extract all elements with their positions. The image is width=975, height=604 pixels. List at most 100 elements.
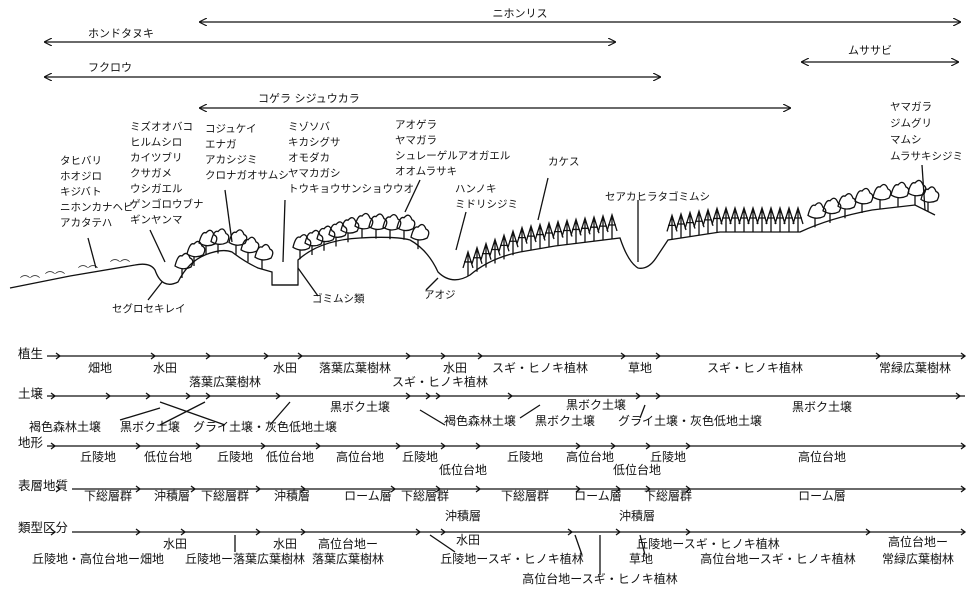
table-cell: 丘陵地ー落葉広葉樹林 xyxy=(185,552,305,566)
table-cell: 水田 xyxy=(443,361,467,375)
species-label: ゲンゴロウブナ xyxy=(130,198,204,211)
table-cell: 落葉広葉樹林 xyxy=(319,361,391,375)
leader-lines xyxy=(87,164,926,301)
table-cell: 低位台地 xyxy=(144,449,192,464)
row-header: 表層地質 xyxy=(18,478,68,493)
species-label: シュレーゲルアオガエル xyxy=(395,150,510,162)
species-label: ゴミムシ類 xyxy=(312,292,365,305)
table-cell: グライ土壌・灰色低地土壌 xyxy=(193,420,337,434)
table-cell: 丘陵地ースギ・ヒノキ植林 xyxy=(440,551,583,566)
table-cell: 下総層群 xyxy=(84,489,132,503)
table-cell: 常緑広葉樹林 xyxy=(879,360,951,375)
species-label: キカシグサ xyxy=(288,136,341,149)
table-cell: 沖積層 xyxy=(619,508,655,523)
table-cell: スギ・ヒノキ植林 xyxy=(392,374,488,389)
species-label: クサガメ xyxy=(130,168,172,180)
species-label: コジュケイ xyxy=(205,123,257,135)
range-label-musasabi: ムササビ xyxy=(848,44,892,57)
row-header: 植生 xyxy=(18,346,43,361)
species-label: クロナガオサムシ xyxy=(205,170,289,182)
table-cell: 黒ボク土壌 xyxy=(120,420,180,434)
table-cell: 水田 xyxy=(163,537,187,551)
row-header: 地形 xyxy=(18,435,44,450)
table-cell: 草地 xyxy=(629,552,653,566)
species-label: ヤマガラ xyxy=(890,101,932,113)
species-label: キジバト xyxy=(60,186,102,198)
forest-trees xyxy=(174,179,940,278)
species-label: ヤマガラ xyxy=(395,135,437,147)
row-header: 土壌 xyxy=(18,386,44,401)
habitat-ranges: ニホンリス ホンドタヌキ フクロウ ムササビ コゲラ シジュウカラ xyxy=(45,7,960,108)
species-label: ヒルムシロ xyxy=(130,137,182,149)
row-header: 類型区分 xyxy=(18,520,68,535)
classification-table: 植生畑地水田落葉広葉樹林水田落葉広葉樹林水田スギ・ヒノキ植林スギ・ヒノキ植林草地… xyxy=(18,346,967,586)
table-cell: 下総層群 xyxy=(401,489,449,503)
species-label: ムラサキシジミ xyxy=(890,151,963,163)
table-cell: 黒ボク土壌 xyxy=(330,400,390,414)
species-label: アカタテハ xyxy=(60,217,112,229)
table-cell: スギ・ヒノキ植林 xyxy=(707,360,803,375)
svg-text:⌒⌒: ⌒⌒ xyxy=(20,275,40,287)
table-cell: 高位台地 xyxy=(336,449,384,464)
table-cell: ローム層 xyxy=(574,489,622,503)
species-label: ヤマカガシ xyxy=(288,168,341,180)
species-label: ミゾソバ xyxy=(288,121,330,133)
table-cell: 高位台地 xyxy=(798,449,846,464)
terrain-profile: ⌒⌒ ⌒⌒ ⌒⌒ ⌒⌒ xyxy=(9,179,940,289)
species-label: トウキョウサンショウウオ xyxy=(288,183,414,195)
species-label: アオゲラ xyxy=(395,119,437,131)
table-cell: 高位台地ー xyxy=(318,536,378,551)
table-cell: 丘陵地 xyxy=(507,450,543,464)
table-cell: 畑地 xyxy=(88,361,112,375)
table-cell: 黒ボク土壌 xyxy=(566,398,626,412)
table-cell: 水田 xyxy=(153,361,177,375)
table-cell: 水田 xyxy=(456,533,480,547)
table-cell: 高位台地ー xyxy=(888,534,948,549)
table-cell: 高位台地ースギ・ヒノキ植林 xyxy=(522,571,677,586)
species-label: アオジ xyxy=(424,289,456,301)
species-label: セアカヒラタゴミムシ xyxy=(605,190,710,203)
table-cell: 落葉広葉樹林 xyxy=(312,552,384,566)
range-label-kogera: コゲラ シジュウカラ xyxy=(258,92,360,105)
field-crops: ⌒⌒ ⌒⌒ ⌒⌒ ⌒⌒ xyxy=(20,259,130,287)
table-cell: 丘陵地 xyxy=(217,450,253,464)
table-cell: 沖積層 xyxy=(274,488,310,503)
species-label: ハンノキ xyxy=(455,183,496,195)
table-cell: 丘陵地 xyxy=(650,450,686,464)
species-label: ホオジロ xyxy=(60,171,102,183)
table-cell: 褐色森林土壌 xyxy=(29,419,101,434)
range-label-hondotanuki: ホンドタヌキ xyxy=(88,27,154,40)
table-cell: 落葉広葉樹林 xyxy=(189,375,261,389)
table-cell: ローム層 xyxy=(798,489,846,503)
table-cell: ローム層 xyxy=(344,489,392,503)
table-cell: スギ・ヒノキ植林 xyxy=(492,360,588,375)
species-labels: タヒバリホオジロキジバトニホンカナヘビアカタテハミズオオバコヒルムシロカイツブリ… xyxy=(60,101,963,315)
table-cell: 下総層群 xyxy=(644,489,692,503)
svg-text:⌒⌒: ⌒⌒ xyxy=(45,271,65,283)
species-label: ニホンカナヘビ xyxy=(60,202,134,214)
table-cell: 水田 xyxy=(273,361,297,375)
species-label: ミズオオバコ xyxy=(130,120,193,133)
species-label: エナガ xyxy=(205,139,237,151)
species-label: カイツブリ xyxy=(130,151,183,164)
table-cell: 草地 xyxy=(628,361,652,375)
table-cell: 丘陵地 xyxy=(402,450,438,464)
table-cell: 丘陵地 xyxy=(80,450,116,464)
table-cell: 下総層群 xyxy=(501,489,549,503)
table-cell: 低位台地 xyxy=(613,462,661,477)
table-cell: 丘陵地・高位台地ー畑地 xyxy=(32,551,164,566)
table-cell: 褐色森林土壌 xyxy=(444,413,516,428)
species-label: ミドリシジミ xyxy=(455,199,518,211)
table-cell: 低位台地 xyxy=(266,449,314,464)
species-label: ウシガエル xyxy=(130,183,183,195)
species-label: オオムラサキ xyxy=(395,166,457,178)
table-cell: 低位台地 xyxy=(439,462,487,477)
table-cell: 黒ボク土壌 xyxy=(792,400,852,414)
table-cell: 沖積層 xyxy=(154,488,190,503)
table-cell: グライ土壌・灰色低地土壌 xyxy=(618,414,762,428)
species-label: アカシジミ xyxy=(205,154,258,166)
range-label-fukurou: フクロウ xyxy=(88,61,132,74)
species-label: ジムグリ xyxy=(890,117,932,130)
table-cell: 丘陵地ースギ・ヒノキ植林 xyxy=(636,536,779,551)
